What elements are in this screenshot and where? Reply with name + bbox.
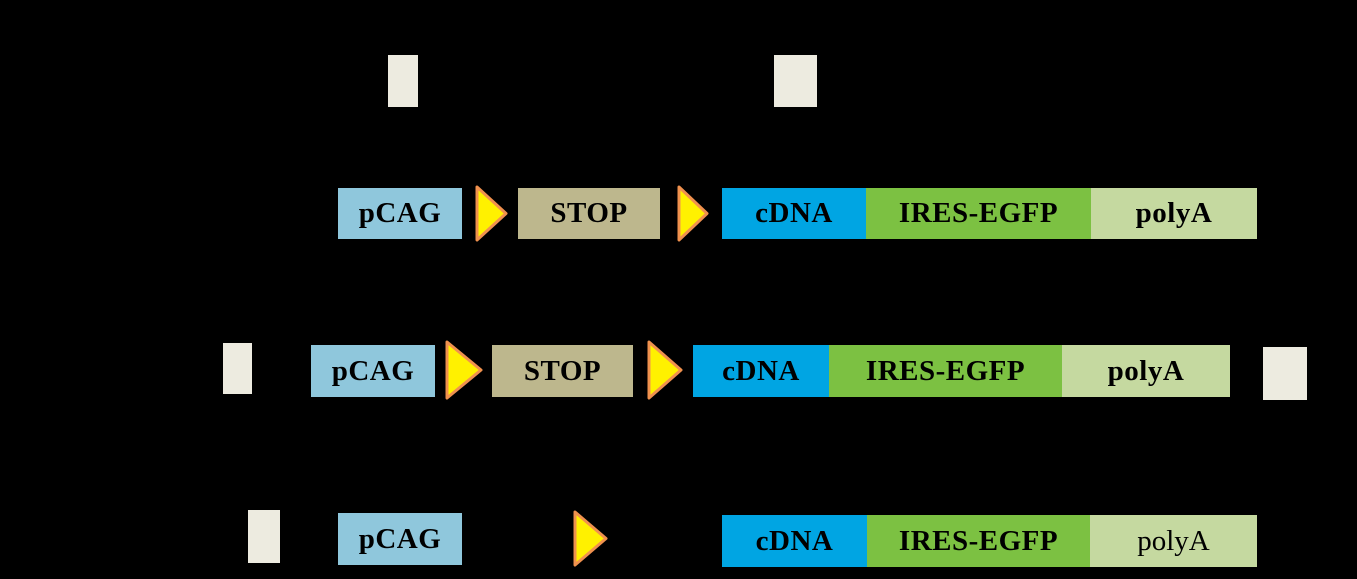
loxp-triangle-shape	[475, 185, 508, 242]
loxp-triangle-shape	[445, 340, 483, 400]
stop-cassette-box: STOP	[518, 188, 660, 239]
polya-box: polyA	[1091, 188, 1257, 239]
flank-probe-box	[774, 55, 817, 107]
stop-cassette-box: STOP	[492, 345, 633, 397]
loxp-triangle-icon	[573, 510, 608, 567]
polya-box: polyA	[1062, 345, 1230, 397]
loxp-triangle-shape	[677, 185, 709, 242]
cdna-box: cDNA	[722, 188, 866, 239]
loxp-triangle-icon	[475, 185, 508, 242]
loxp-triangle-shape	[647, 340, 683, 400]
loxp-triangle-icon	[445, 340, 483, 400]
flank-probe-box	[223, 343, 252, 394]
ires-egfp-box: IRES-EGFP	[867, 515, 1090, 567]
flank-probe-box	[248, 510, 280, 563]
flank-probe-box	[388, 55, 418, 107]
ires-egfp-box: IRES-EGFP	[866, 188, 1091, 239]
ires-egfp-box: IRES-EGFP	[829, 345, 1062, 397]
polya-box: polyA	[1090, 515, 1257, 567]
loxp-triangle-icon	[677, 185, 709, 242]
promoter-pcag-box: pCAG	[338, 188, 462, 239]
loxp-triangle-icon	[647, 340, 683, 400]
promoter-pcag-box: pCAG	[311, 345, 435, 397]
cdna-box: cDNA	[693, 345, 829, 397]
loxp-triangle-shape	[573, 510, 608, 567]
promoter-pcag-box: pCAG	[338, 513, 462, 565]
flank-probe-box	[1263, 347, 1307, 400]
cdna-box: cDNA	[722, 515, 867, 567]
